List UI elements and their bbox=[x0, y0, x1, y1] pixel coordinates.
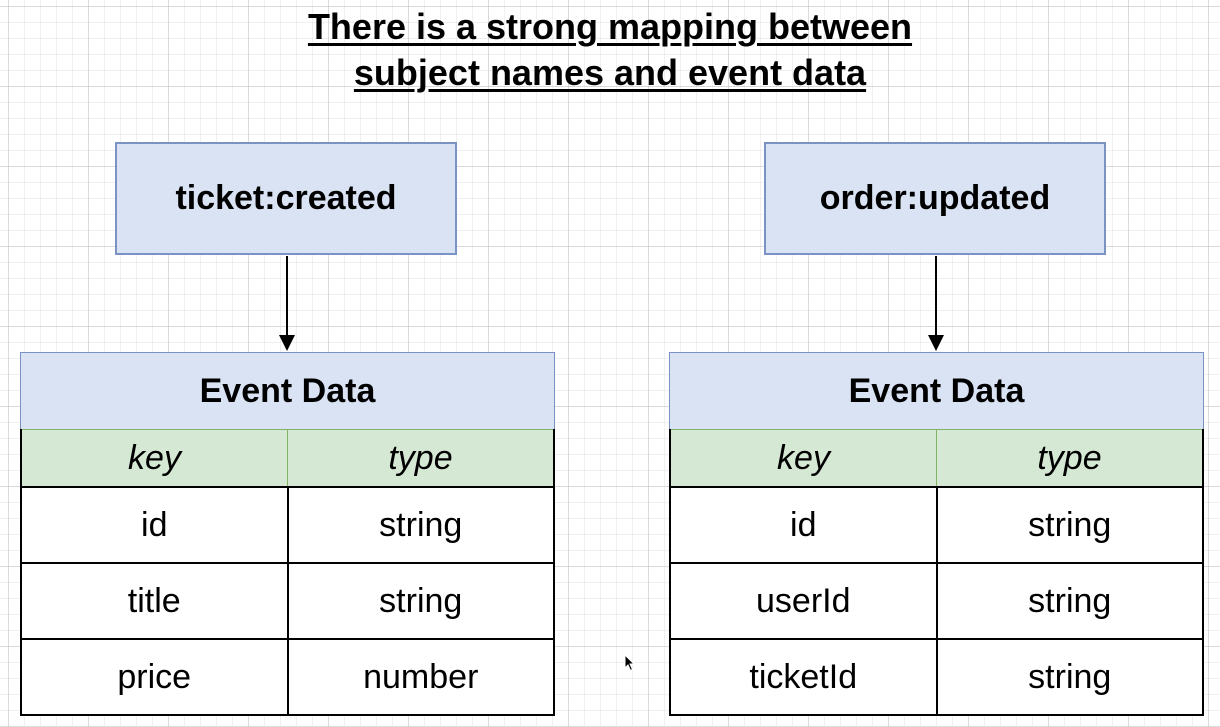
subject-box-ticket-created[interactable]: ticket:created bbox=[115, 142, 457, 255]
table-row: id string bbox=[671, 486, 1202, 562]
cell-key: id bbox=[790, 505, 817, 544]
table-row: userId string bbox=[671, 562, 1202, 638]
cell-type: string bbox=[286, 488, 554, 562]
table-row: id string bbox=[22, 486, 553, 562]
cell-key: price bbox=[117, 657, 192, 696]
cell-type: string bbox=[935, 488, 1203, 562]
arrow-connector-right bbox=[935, 256, 937, 336]
event-data-table-left: Event Data key type id string title stri… bbox=[20, 352, 555, 716]
table-row: title string bbox=[22, 562, 553, 638]
arrow-head-right-icon bbox=[928, 335, 944, 351]
cell-type: number bbox=[286, 640, 554, 714]
cell-type: string bbox=[935, 640, 1203, 714]
table-row: price number bbox=[22, 638, 553, 714]
subject-label: order:updated bbox=[819, 179, 1051, 217]
table-column-header-row: key type bbox=[671, 429, 1202, 486]
subject-box-order-updated[interactable]: order:updated bbox=[764, 142, 1106, 255]
diagram-title: There is a strong mapping between subjec… bbox=[0, 4, 1220, 96]
column-header-type: type bbox=[287, 430, 553, 486]
column-header-key: key bbox=[128, 438, 181, 477]
table-column-header-row: key type bbox=[22, 429, 553, 486]
arrow-connector-left bbox=[286, 256, 288, 336]
subject-label: ticket:created bbox=[175, 179, 397, 217]
title-line-1: There is a strong mapping between bbox=[307, 6, 913, 47]
arrow-head-left-icon bbox=[279, 335, 295, 351]
cell-key: userId bbox=[756, 581, 851, 620]
table-row: ticketId string bbox=[671, 638, 1202, 714]
event-data-table-right: Event Data key type id string userId str… bbox=[669, 352, 1204, 716]
table-heading: Event Data bbox=[20, 352, 555, 429]
column-header-key: key bbox=[777, 438, 830, 477]
cell-type: string bbox=[935, 564, 1203, 638]
cell-type: string bbox=[286, 564, 554, 638]
column-header-type: type bbox=[936, 430, 1202, 486]
table-heading: Event Data bbox=[669, 352, 1204, 429]
cell-key: id bbox=[141, 505, 168, 544]
mouse-cursor-icon bbox=[624, 654, 636, 672]
title-line-2: subject names and event data bbox=[353, 52, 867, 93]
cell-key: ticketId bbox=[749, 657, 858, 696]
cell-key: title bbox=[127, 581, 181, 620]
